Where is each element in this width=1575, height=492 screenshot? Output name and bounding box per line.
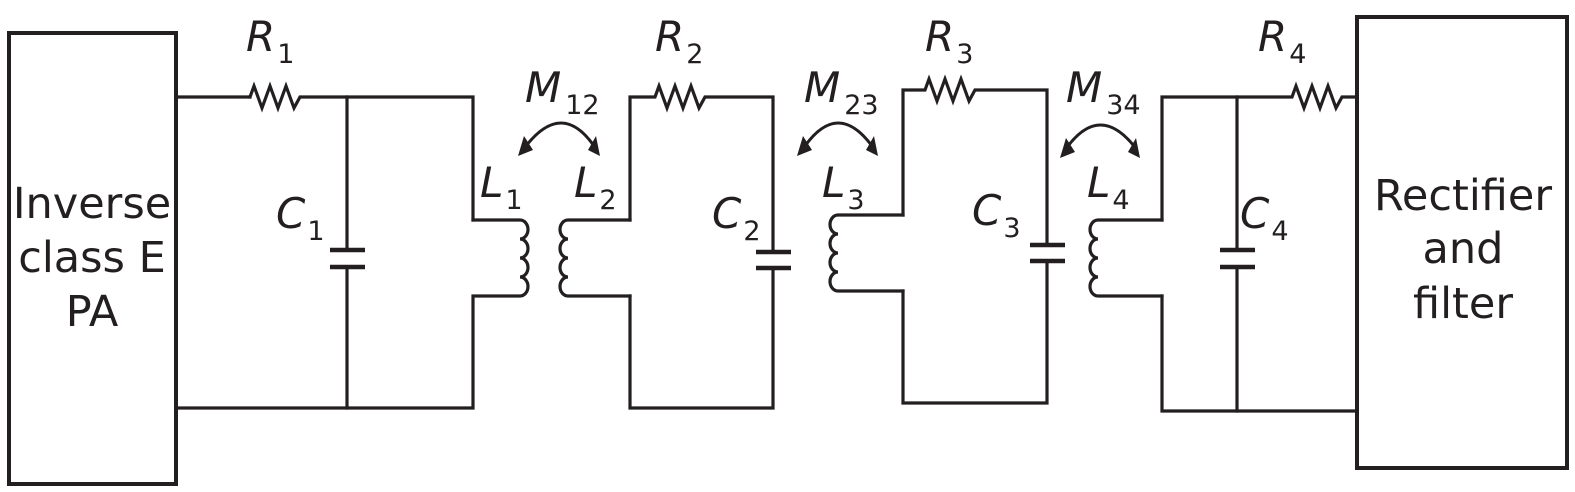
loop-3 bbox=[828, 74, 1065, 405]
label-c3: C3 bbox=[972, 186, 1021, 244]
label-l1: L1 bbox=[480, 158, 523, 216]
coupling-arrow-m12 bbox=[518, 121, 600, 156]
loop-4 bbox=[1088, 81, 1359, 413]
label-r3: R3 bbox=[925, 12, 973, 70]
inductor-l3-coil bbox=[828, 213, 905, 293]
loop-3-wiring bbox=[901, 74, 1049, 405]
inductor-l1-coil bbox=[174, 218, 530, 410]
coupling-arrow-m34 bbox=[1060, 123, 1140, 158]
load-block-line-3: filter bbox=[1413, 279, 1513, 329]
label-l4: L4 bbox=[1087, 158, 1130, 216]
loop-1-top-wire bbox=[174, 81, 475, 222]
label-r1: R1 bbox=[246, 12, 294, 70]
inductor-l4-coil bbox=[1088, 218, 1164, 298]
source-block-frame bbox=[7, 31, 178, 486]
loop-2 bbox=[558, 81, 791, 410]
source-block: Inverse class E PA bbox=[7, 31, 178, 486]
label-l3: L3 bbox=[822, 158, 865, 216]
loop-2-wiring bbox=[628, 81, 775, 410]
label-r4: R4 bbox=[1258, 12, 1306, 70]
source-block-line-2: class E bbox=[18, 233, 166, 283]
label-l2: L2 bbox=[574, 158, 617, 216]
load-block-frame bbox=[1355, 15, 1569, 470]
label-c2: C2 bbox=[712, 189, 761, 247]
load-block-line-2: and bbox=[1423, 224, 1504, 274]
label-c4: C4 bbox=[1240, 189, 1289, 247]
loop-4-wiring bbox=[1160, 81, 1359, 413]
label-c1: C1 bbox=[276, 189, 325, 247]
inductor-l2-coil bbox=[558, 218, 632, 298]
coupling-arrow-m23 bbox=[797, 121, 878, 156]
load-block: Rectifier and filter bbox=[1355, 15, 1569, 470]
load-block-line-1: Rectifier bbox=[1374, 171, 1552, 221]
source-block-line-3: PA bbox=[66, 287, 119, 337]
source-block-line-1: Inverse bbox=[13, 179, 171, 229]
loop-1 bbox=[174, 81, 530, 410]
label-r2: R2 bbox=[655, 12, 703, 70]
